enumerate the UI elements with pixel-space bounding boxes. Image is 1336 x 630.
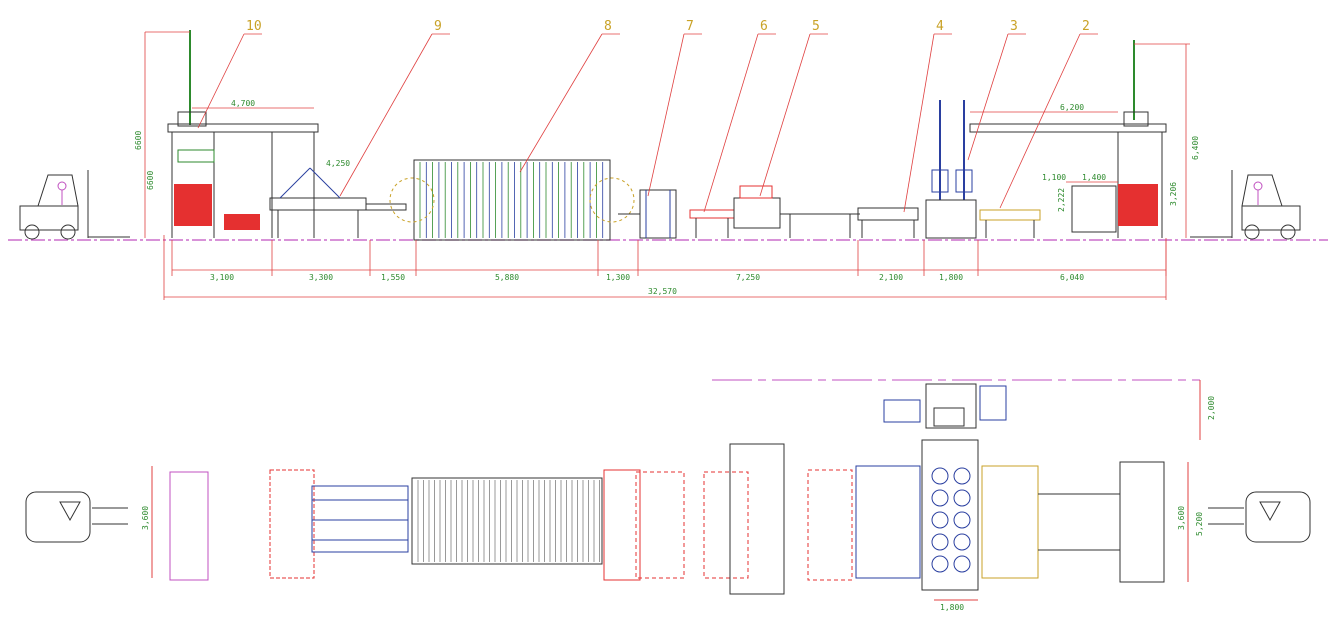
hoist-position [953,533,971,551]
hoist-position [953,555,971,573]
hoist-position [931,555,949,573]
turntable-icon [689,185,860,238]
plan-load-station [169,469,409,581]
dim-total: 32,570 [648,287,677,296]
plan-oven [411,477,603,565]
plan-middle-stations [603,439,1165,595]
dims-bottom: 3,100 3,300 1,550 5,880 1,300 7,250 2,100 1,800… [210,273,1084,282]
dim-station-width: 1,800 [940,603,964,612]
forklift-icon [1208,491,1311,543]
callout-number: 9 [434,19,442,34]
callout-number: 4 [936,19,944,34]
hoist-position [953,511,971,529]
dimension-value: 7,250 [736,273,760,282]
dim-right-box-h: 2,222 [1057,188,1066,212]
dim-left-height: 6600 [146,171,155,190]
transfer-frame [269,167,407,238]
callout-number: 3 [1010,19,1018,34]
dim-right-height-total: 6,400 [1191,136,1200,160]
callout-leader [759,33,811,197]
callout-number: 5 [812,19,820,34]
dim-left-sub-span: 4,250 [326,159,350,168]
dim-left-height-total: 6600 [134,131,143,150]
conveyor-2 [979,209,1041,238]
hoist-icon [925,100,977,239]
dimension-value: 2,100 [879,273,903,282]
plan-view: 2,000 3 [25,379,1311,612]
hoist-positions [931,467,971,573]
forklift-icon [1190,170,1301,240]
callouts: 10 9 8 7 6 5 4 3 2 [197,19,1098,213]
callout-number: 2 [1082,19,1090,34]
dimension-lines [144,31,1190,300]
dim-right-height: 3,206 [1169,182,1178,206]
dimension-ticks [171,240,1167,276]
dimension-value: 6,040 [1060,273,1084,282]
callout-leader [999,33,1081,209]
dimension-value: 3,100 [210,273,234,282]
drying-rack-icon [389,159,635,241]
dim-plan-width-right-outer: 5,200 [1195,512,1204,536]
dim-right-span: 6,200 [1060,103,1084,112]
callout-leader [197,33,245,129]
callout-leader [703,33,759,213]
callout-leader [519,33,603,173]
dim-left-span: 4,700 [231,99,255,108]
lift-station [618,189,677,239]
callout-number: 10 [246,19,262,34]
hoist-position [931,511,949,529]
callout-number: 8 [604,19,612,34]
hoist-position [931,467,949,485]
dim-plan-width-right-inner: 3,600 [1177,506,1186,530]
dim-right-box-w2: 1,400 [1082,173,1106,182]
callout-leader [967,33,1009,161]
dim-aisle: 2,000 [1207,396,1216,420]
callout-leader [647,33,685,197]
elevation-view: 10 9 8 7 6 5 4 3 2 6600 6600 4,700 4,250 6,400 3… [8,19,1328,300]
dimension-value: 1,800 [939,273,963,282]
conveyor-4 [857,207,919,238]
hoist-position [931,533,949,551]
callout-number: 6 [760,19,768,34]
callout-number: 7 [686,19,694,34]
hoist-position [953,489,971,507]
callout-leader [339,33,433,197]
red-pallet [174,184,212,226]
callout-leader [903,33,935,213]
forklift-icon [19,170,130,240]
forklift-icon [25,491,128,543]
dim-right-box-w1: 1,100 [1042,173,1066,182]
hoist-position [953,467,971,485]
dimension-value: 1,300 [606,273,630,282]
control-cabinet-icon [883,383,1007,429]
red-pallet [224,214,260,230]
red-pallet [1118,184,1158,226]
hoist-position [931,489,949,507]
dimension-value: 5,880 [495,273,519,282]
dimension-value: 1,550 [381,273,405,282]
loading-gantry-left [167,30,319,238]
dimension-value: 3,300 [309,273,333,282]
dim-plan-width-left: 3,600 [141,506,150,530]
